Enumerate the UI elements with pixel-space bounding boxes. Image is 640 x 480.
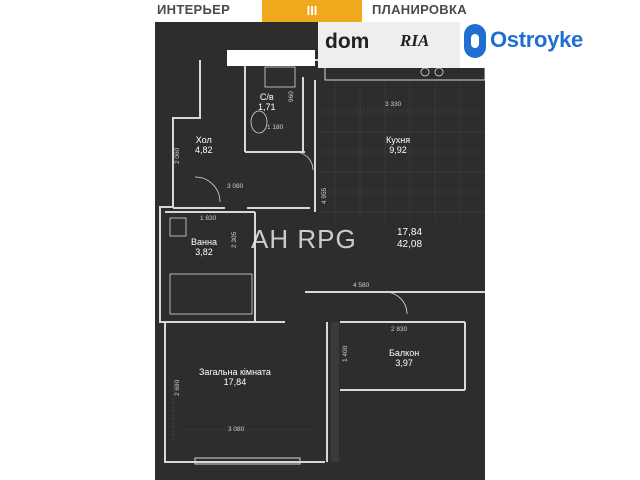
dom-ria-logo-dom: dom bbox=[325, 30, 370, 53]
living-area-value: 17,84 bbox=[397, 227, 423, 238]
dim-balcony-depth: 1 400 bbox=[342, 345, 349, 362]
dim-hall-depth: 2 060 bbox=[174, 147, 181, 164]
view-switch-button[interactable]: III bbox=[262, 0, 362, 22]
dim-wc-width: 1 180 bbox=[267, 124, 284, 131]
room-bath-name: Ванна bbox=[191, 237, 217, 247]
room-bath-label: Ванна 3,82 bbox=[191, 237, 217, 257]
dim-living-depth: 2 690 bbox=[174, 379, 181, 396]
dim-bath-depth: 2 305 bbox=[231, 231, 238, 248]
ostroyke-logo[interactable]: Ostroyke bbox=[460, 18, 640, 68]
tab-interior[interactable]: ИНТЕРЬЕР bbox=[157, 2, 231, 17]
dom-ria-logo-ria: RIA bbox=[400, 31, 430, 50]
room-wc-name: С/в bbox=[259, 92, 274, 102]
room-hall-name: Хол bbox=[195, 135, 212, 145]
agency-watermark: АН RPG bbox=[251, 224, 357, 254]
ostroyke-mark-icon bbox=[464, 24, 486, 58]
dim-living-bottom-width: 3 080 bbox=[228, 426, 245, 433]
room-kitchen-label: Кухня 9,92 bbox=[386, 135, 410, 155]
dim-living-width: 4 580 bbox=[353, 282, 370, 289]
room-balcony-name: Балкон bbox=[389, 348, 420, 358]
dim-balcony-width: 2 830 bbox=[391, 326, 408, 333]
room-kitchen-area: 9,92 bbox=[389, 145, 407, 155]
room-bath-area: 3,82 bbox=[195, 247, 213, 257]
room-balcony-label: Балкон 3,97 bbox=[389, 348, 419, 368]
room-hall-area: 4,82 bbox=[195, 145, 213, 155]
floor-plan: С/в 1,71 Хол 4,82 Кухня 9,92 Ванна 3,82 … bbox=[155, 22, 485, 480]
dim-hall-width: 3 080 bbox=[227, 183, 244, 190]
area-summary: 17,84 42,08 bbox=[397, 227, 422, 251]
switch-bars-icon: III bbox=[306, 3, 318, 18]
room-living-name: Загальна кімната bbox=[199, 367, 271, 377]
ostroyke-logo-text: Ostroyke bbox=[490, 27, 583, 52]
room-wc-label: С/в 1,71 bbox=[258, 92, 276, 112]
tab-floor-plan[interactable]: ПЛАНИРОВКА bbox=[372, 2, 467, 17]
view-tab-bar: ИНТЕРЬЕР III ПЛАНИРОВКА bbox=[0, 0, 640, 22]
dim-wc-depth: 960 bbox=[288, 91, 295, 102]
dim-bath-width: 1 830 bbox=[200, 215, 217, 222]
room-living-area: 17,84 bbox=[223, 377, 247, 387]
dom-ria-logo[interactable]: dom RIA bbox=[318, 22, 460, 68]
room-kitchen-name: Кухня bbox=[386, 135, 411, 145]
total-area-value: 42,08 bbox=[397, 239, 423, 250]
dim-kitchen-width: 3 330 bbox=[385, 101, 402, 108]
dim-kitchen-depth: 4 955 bbox=[321, 187, 328, 204]
room-wc-area: 1,71 bbox=[258, 102, 276, 112]
room-hall-label: Хол 4,82 bbox=[195, 135, 213, 155]
room-living-label: Загальна кімната 17,84 bbox=[199, 367, 271, 387]
room-balcony-area: 3,97 bbox=[395, 358, 413, 368]
